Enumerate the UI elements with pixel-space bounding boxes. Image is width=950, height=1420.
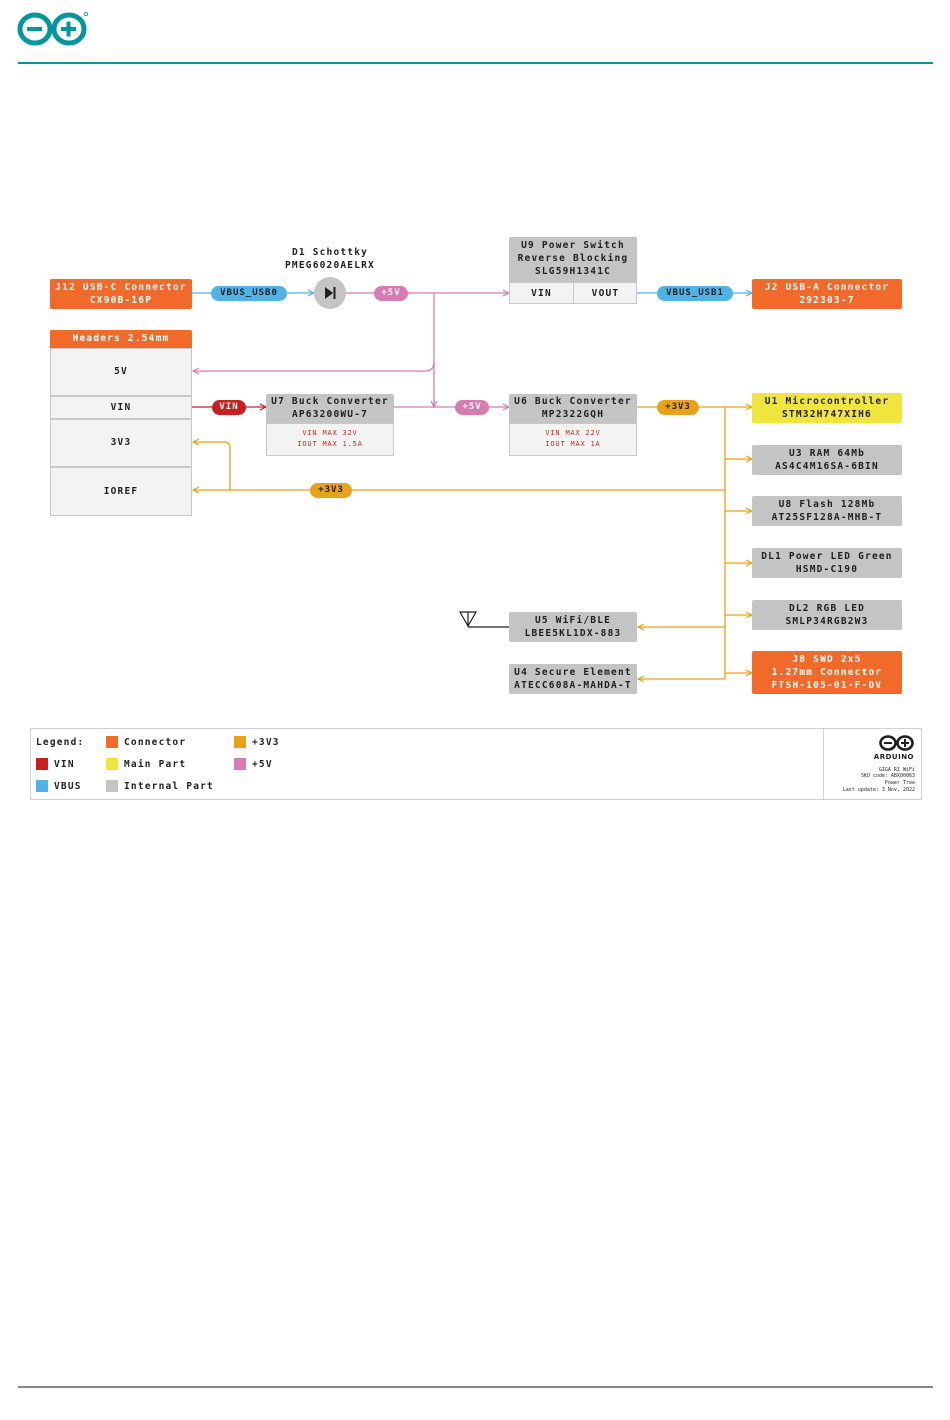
titleblock-brand: ARDUINO <box>873 753 914 761</box>
legend-label-3v3: +3V3 <box>252 737 280 748</box>
titleblock-product: GIGA R1 WiFi <box>878 767 915 773</box>
u9-pin-vout: VOUT <box>591 288 620 299</box>
net-3v3-main: +3V3 <box>657 400 699 415</box>
u4-secure-element: U4 Secure Element ATECC608A-MAHDA-T <box>509 664 637 694</box>
legend-label-vbus: VBUS <box>54 781 82 792</box>
titleblock-doc: Power Tree <box>884 780 915 786</box>
legend-swatch-3v3 <box>234 736 246 748</box>
legend-frame <box>30 728 922 800</box>
u5-wifi-ble: U5 WiFi/BLE LBEE5KL1DX-883 <box>509 612 637 642</box>
header-rule <box>18 62 933 64</box>
net-vbus-usb1: VBUS_USB1 <box>657 286 733 301</box>
j8-swd-connector: J8 SWD 2x5 1.27mm Connector FTSH-105-01-… <box>752 651 902 694</box>
legend-label-main-part: Main Part <box>124 759 187 770</box>
header-pin-ioref: IOREF <box>50 467 192 516</box>
j2-usb-a-connector: J2 USB-A Connector 292303-7 <box>752 279 902 309</box>
d1-diode <box>314 277 346 309</box>
arduino-logo-icon <box>17 12 89 46</box>
u3-ram: U3 RAM 64Mb AS4C4M16SA-6BIN <box>752 445 902 475</box>
net-5v-top: +5V <box>374 286 408 301</box>
legend-swatch-connector <box>106 736 118 748</box>
u6-spec-iout: IOUT MAX 1A <box>545 440 601 448</box>
u6-buck-converter: U6 Buck Converter MP2322GQH <box>509 394 637 423</box>
u7-spec-iout: IOUT MAX 1.5A <box>297 440 363 448</box>
wire-5v-to-header <box>193 361 435 371</box>
headers-title: Headers 2.54mm <box>50 330 192 348</box>
u7-buck-converter: U7 Buck Converter AP63200WU-7 <box>266 394 394 423</box>
u6-spec-vin: VIN MAX 22V <box>545 429 601 437</box>
antenna-icon <box>458 611 509 628</box>
d1-label: D1 Schottky PMEG6020AELRX <box>285 247 375 271</box>
net-vin: VIN <box>212 400 246 415</box>
u9-pin-vin: VIN <box>510 283 574 303</box>
net-5v-mid: +5V <box>455 400 489 415</box>
legend-swatch-internal-part <box>106 780 118 792</box>
legend-title: Legend: <box>36 737 85 748</box>
u1-microcontroller: U1 Microcontroller STM32H747XIH6 <box>752 393 902 423</box>
legend-label-internal-part: Internal Part <box>124 781 214 792</box>
u8-flash: U8 Flash 128Mb AT25SF128A-MHB-T <box>752 496 902 526</box>
wire-3v3-header <box>193 442 231 490</box>
net-3v3-ioref: +3V3 <box>310 483 352 498</box>
legend-swatch-vin <box>36 758 48 770</box>
titleblock-divider <box>823 728 824 800</box>
legend-swatch-5v <box>234 758 246 770</box>
diode-icon <box>325 287 336 299</box>
header-pin-3v3: 3V3 <box>50 419 192 467</box>
dl2-rgb-led: DL2 RGB LED SMLP34RGB2W3 <box>752 600 902 630</box>
titleblock-update: Last update: 3 Nov, 2022 <box>842 787 915 793</box>
net-vbus-usb0: VBUS_USB0 <box>211 286 287 301</box>
legend-label-vin: VIN <box>54 759 75 770</box>
legend-label-5v: +5V <box>252 759 273 770</box>
u7-spec-vin: VIN MAX 32V <box>302 429 358 437</box>
legend-swatch-vbus <box>36 780 48 792</box>
u9-pins: VIN VOUT <box>509 282 637 304</box>
j12-usb-c-connector: J12 USB-C Connector CX90B-16P <box>50 279 192 309</box>
dl1-power-led: DL1 Power LED Green HSMD-C190 <box>752 548 902 578</box>
u9-power-switch: U9 Power Switch Reverse Blocking SLG59H1… <box>509 237 637 282</box>
titleblock-sku: SKU code: ABX00063 <box>860 773 915 779</box>
header-pin-vin: VIN <box>50 396 192 419</box>
legend-label-connector: Connector <box>124 737 187 748</box>
u6-specs: VIN MAX 22V IOUT MAX 1A <box>509 423 637 456</box>
footer-rule <box>18 1386 933 1388</box>
legend-swatch-main-part <box>106 758 118 770</box>
titleblock-logo-icon <box>879 735 914 751</box>
u7-specs: VIN MAX 32V IOUT MAX 1.5A <box>266 423 394 456</box>
header-pin-5v: 5V <box>50 348 192 396</box>
